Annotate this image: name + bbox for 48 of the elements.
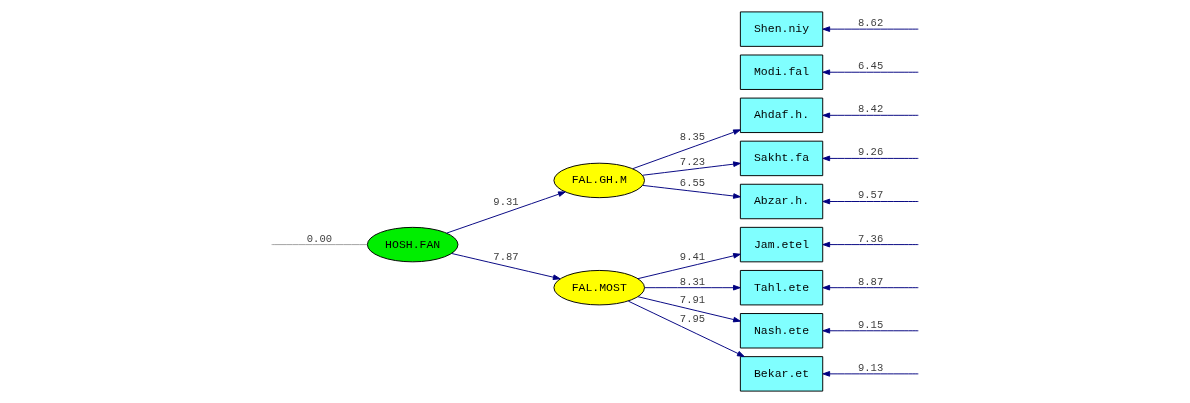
arrow (822, 69, 919, 76)
node-ellipse: HOSH.FAN (366, 226, 459, 263)
arrow (627, 300, 745, 357)
node-box: Ahdaf.h. (739, 97, 824, 134)
edge-label: 9.26 (857, 146, 884, 159)
edge-label: 7.23 (679, 155, 706, 168)
arrow (822, 198, 919, 205)
edge-label: 8.42 (857, 103, 884, 116)
edge-label: 9.31 (493, 196, 519, 209)
edge-label: 6.45 (857, 60, 884, 73)
edge-label: 9.13 (857, 361, 884, 374)
arrow (822, 327, 919, 334)
edge-label: 7.95 (679, 312, 706, 325)
node-box: Nash.ete (739, 313, 824, 349)
edge-label: 7.36 (857, 232, 884, 245)
arrow (822, 284, 919, 291)
arrow (446, 191, 566, 234)
edge-label: 9.57 (857, 189, 884, 202)
arrow (822, 26, 919, 32)
node-box: Tahl.ete (739, 269, 824, 306)
arrow (822, 241, 919, 248)
edge-label: 8.62 (857, 17, 884, 30)
arrow (637, 296, 741, 323)
arrow (822, 371, 919, 377)
edge-label: 7.87 (493, 250, 519, 263)
node-box: Shen.niy (739, 11, 824, 47)
connector (271, 244, 368, 246)
arrow (644, 284, 741, 291)
edge-label: 0.00 (306, 232, 333, 245)
edge-label: 7.91 (679, 293, 706, 306)
node-box: Jam.etel (739, 226, 824, 263)
node-box: Abzar.h. (739, 183, 824, 220)
edge-label: 8.31 (679, 275, 706, 288)
node-box: Modi.fal (739, 54, 824, 90)
arrow (642, 161, 741, 176)
arrow (451, 253, 561, 280)
edge-label: 8.87 (857, 275, 884, 288)
arrow (822, 112, 919, 119)
node-box: Bekar.et (739, 356, 824, 392)
arrow (822, 155, 919, 162)
edge-label: 9.15 (857, 318, 884, 331)
edge-label: 6.55 (679, 176, 706, 189)
arrow (642, 184, 741, 199)
arrow (632, 129, 741, 170)
arrow (637, 253, 741, 280)
edge-label: 8.35 (679, 131, 706, 144)
edge-label: 9.41 (679, 250, 706, 263)
node-box: Sakht.fa (739, 140, 824, 177)
